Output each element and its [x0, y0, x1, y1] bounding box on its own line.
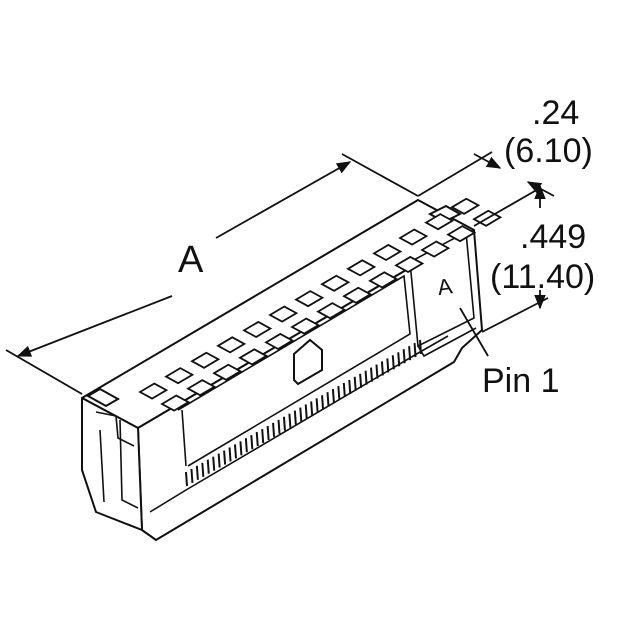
contact-cavity: [394, 255, 425, 274]
contact-tooth: [326, 392, 330, 407]
contact-tooth: [272, 422, 276, 437]
contact-cavity: [268, 305, 299, 323]
contact-tooth: [239, 441, 243, 456]
dimension-height: [481, 184, 549, 333]
contact-tooth: [331, 389, 335, 404]
contact-tooth: [217, 453, 221, 468]
pin1-label: Pin 1: [482, 362, 560, 400]
contact-tooth: [304, 404, 308, 419]
ext-line-a-right: [341, 153, 419, 197]
front-details: [177, 230, 477, 467]
contact-tooth: [190, 468, 194, 484]
contact-cavity: [316, 302, 347, 320]
front-block-outline: [177, 274, 411, 467]
ext-line-h-bottom: [481, 297, 549, 333]
contact-cavity: [164, 367, 195, 385]
left-end-detail: [95, 411, 139, 509]
contact-tooth: [299, 407, 303, 422]
dim-arrow-a-left: [16, 295, 173, 357]
contact-teeth: [149, 335, 449, 513]
contact-tooth: [255, 432, 259, 447]
contact-grid: [138, 197, 503, 412]
contact-cavity: [242, 320, 273, 339]
contact-tooth: [250, 435, 254, 450]
contact-tooth: [375, 364, 379, 379]
dimension-height-inch: .449: [520, 218, 586, 256]
pin1-window: [409, 230, 475, 348]
contact-tooth: [315, 398, 319, 413]
contact-cavity: [238, 348, 269, 366]
contact-cavity: [212, 363, 243, 381]
contact-tooth: [359, 373, 363, 388]
contact-tooth: [342, 382, 346, 398]
contact-cavity: [420, 240, 451, 258]
contact-cavity: [320, 274, 351, 292]
contact-cavity: [372, 243, 403, 262]
ext-line-w-right: [473, 187, 541, 227]
contact-tooth: [288, 413, 292, 428]
contact-tooth: [353, 376, 357, 391]
dimension-a: [5, 153, 419, 395]
contact-tooth: [223, 450, 227, 465]
contact-tooth: [195, 465, 199, 480]
contact-cavity: [398, 228, 429, 246]
contact-cavity: [446, 225, 477, 243]
contact-tooth: [293, 410, 297, 425]
contact-tooth: [206, 459, 210, 474]
contact-tooth: [282, 416, 286, 431]
contact-cavity: [450, 197, 481, 215]
polarization-mark: A: [436, 273, 454, 300]
contact-cavity: [368, 271, 399, 289]
contact-tooth: [201, 462, 205, 477]
contact-tooth: [321, 395, 325, 410]
contact-cavity: [294, 290, 325, 308]
contact-tooth: [277, 419, 281, 434]
dimension-width-inch: .24: [532, 94, 579, 132]
contact-cavity: [186, 379, 217, 397]
contact-tooth: [337, 385, 341, 401]
teeth-rail: [149, 335, 449, 513]
contact-cavity: [342, 286, 373, 304]
contact-tooth: [228, 447, 232, 462]
latch-left: [85, 387, 121, 408]
contact-tooth: [244, 438, 248, 453]
contact-tooth: [310, 401, 314, 416]
contact-tooth: [261, 428, 265, 444]
dim-arrow-a-right: [215, 161, 352, 239]
dimension-a-label: A: [178, 239, 204, 281]
contact-tooth: [266, 425, 270, 441]
dim-arrow-w-left: [473, 153, 502, 169]
contact-cavity: [160, 394, 191, 412]
dim-arrow-w-right: [526, 181, 555, 197]
contact-tooth: [370, 367, 374, 382]
contact-cavity: [216, 336, 247, 354]
contact-cavity: [424, 213, 455, 231]
contact-cavity: [346, 259, 377, 277]
contact-cavity: [138, 382, 169, 400]
contact-cavity: [290, 317, 321, 335]
contact-cavity: [190, 351, 221, 369]
pin1-leader-line: [459, 307, 489, 357]
dimension-height-mm: (11.40): [490, 258, 595, 296]
dimension-width-mm: (6.10): [504, 132, 593, 170]
contact-cavity: [264, 332, 295, 351]
contact-tooth: [233, 444, 237, 459]
left-end-face: [81, 397, 143, 531]
contact-tooth: [185, 471, 188, 487]
contact-tooth: [348, 379, 352, 394]
contact-tooth: [212, 456, 216, 471]
polarization-key-icon: [293, 338, 323, 386]
ext-line-w-left: [417, 151, 493, 197]
ext-line-a-left: [5, 349, 83, 395]
contact-tooth: [364, 370, 368, 385]
